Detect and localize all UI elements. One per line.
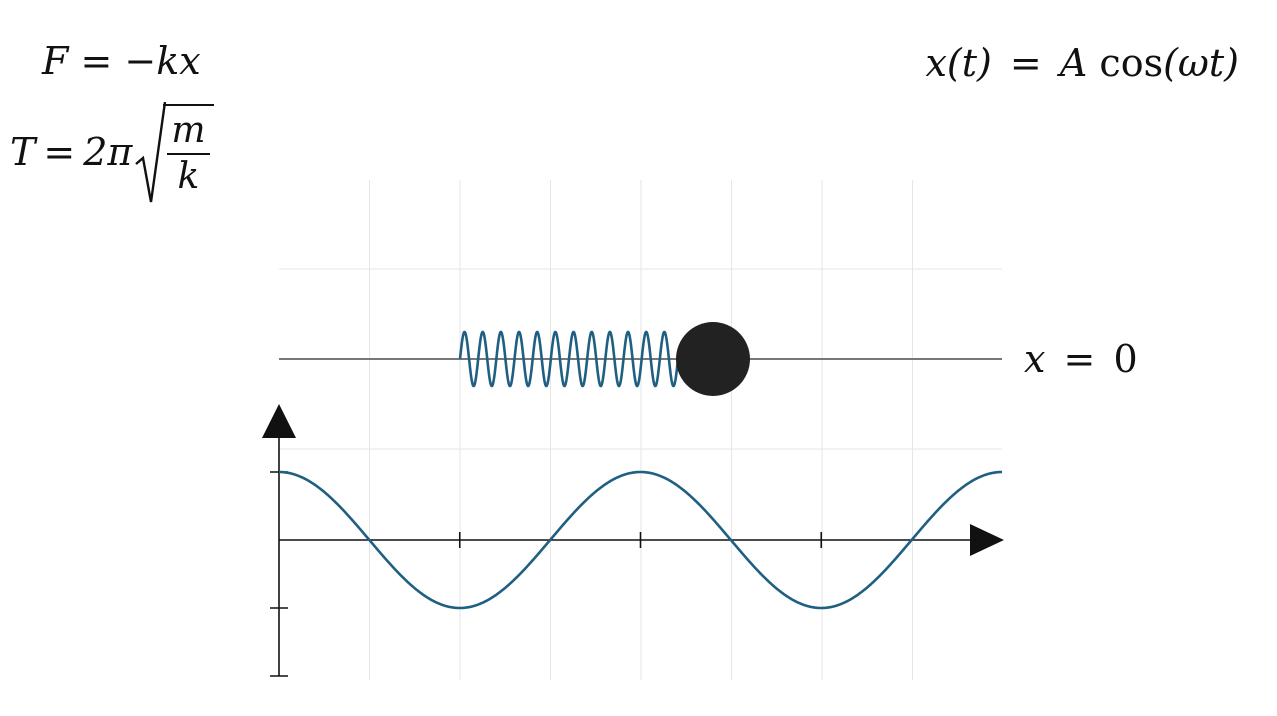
solution-lhs: x(t)	[925, 41, 992, 85]
oscillating-mass	[676, 322, 750, 396]
force-rhs: −kx	[124, 39, 201, 83]
equilibrium-lhs: x	[1024, 337, 1046, 381]
solution-amplitude: A	[1059, 41, 1088, 85]
fraction-denominator: k	[177, 155, 200, 197]
fraction-m-over-k: m k	[167, 109, 210, 197]
background-grid	[279, 180, 1002, 680]
spring-coil	[458, 330, 680, 388]
fraction-numerator: m	[171, 109, 206, 151]
plot-axes	[262, 404, 1004, 677]
period-equals: =	[43, 130, 76, 174]
period-coefficient: 2π	[83, 130, 133, 174]
y-axis-arrow-icon	[262, 404, 296, 438]
force-equation: F = −kx	[42, 42, 201, 80]
equilibrium-rhs: 0	[1113, 337, 1138, 381]
force-equals: =	[80, 39, 113, 83]
displacement-curve	[278, 470, 1003, 610]
x-axis-arrow-icon	[970, 524, 1004, 556]
radical-sign-icon	[135, 101, 167, 203]
equilibrium-equals: =	[1063, 337, 1096, 381]
equilibrium-label: x = 0	[1024, 340, 1138, 378]
solution-cos: cos	[1099, 41, 1164, 85]
force-lhs: F	[42, 39, 69, 83]
period-equation: T = 2π m k	[10, 98, 214, 206]
fraction-bar	[167, 152, 210, 155]
sqrt-symbol: m k	[134, 98, 214, 206]
solution-equals: =	[1009, 41, 1042, 85]
radicand: m k	[163, 103, 214, 197]
solution-equation: x(t) = A cos(ωt)	[925, 44, 1239, 82]
solution-argument: (ωt)	[1163, 41, 1239, 85]
period-lhs: T	[10, 130, 36, 174]
